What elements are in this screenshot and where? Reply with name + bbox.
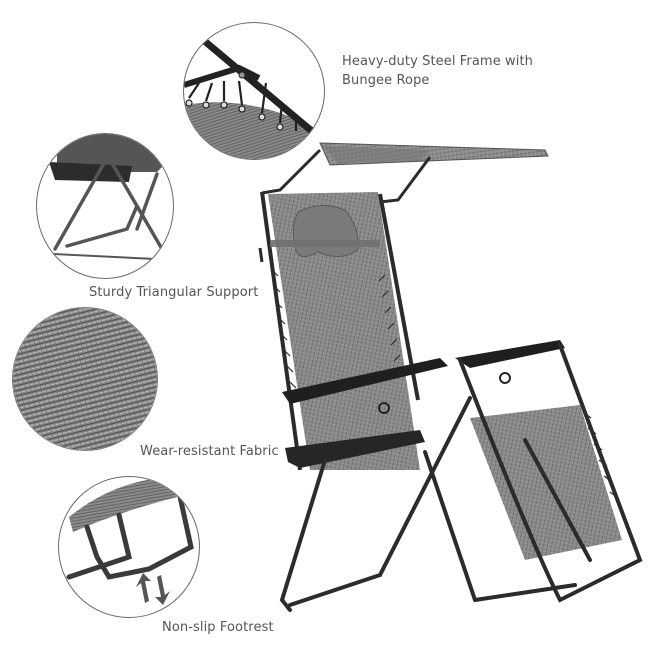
- arrow-down-icon: [155, 575, 170, 605]
- inset-fabric-texture: [12, 307, 158, 451]
- label-line-1: Sturdy Triangular Support: [89, 285, 259, 300]
- right-armrest: [455, 340, 565, 384]
- backrest: [258, 191, 420, 471]
- label-triangular-support: Sturdy Triangular Support: [89, 283, 258, 302]
- inset-steel-frame-bungee: [183, 22, 325, 160]
- label-footrest: Non-slip Footrest: [162, 618, 274, 637]
- inset-footrest: [58, 476, 200, 618]
- left-armrest: [282, 358, 448, 468]
- label-steel-frame: Heavy-duty Steel Frame with Bungee Rope: [342, 52, 533, 90]
- label-line-1: Non-slip Footrest: [162, 620, 274, 635]
- label-line-2: Bungee Rope: [342, 73, 430, 88]
- inset-triangular-support: [36, 133, 174, 279]
- steel-frame: [279, 343, 643, 612]
- label-line-1: Heavy-duty Steel Frame with: [342, 54, 534, 69]
- label-fabric: Wear-resistant Fabric: [140, 442, 279, 461]
- label-line-1: Wear-resistant Fabric: [140, 444, 279, 459]
- arrow-up-icon: [136, 573, 151, 603]
- canopy-sunshade: [261, 142, 549, 204]
